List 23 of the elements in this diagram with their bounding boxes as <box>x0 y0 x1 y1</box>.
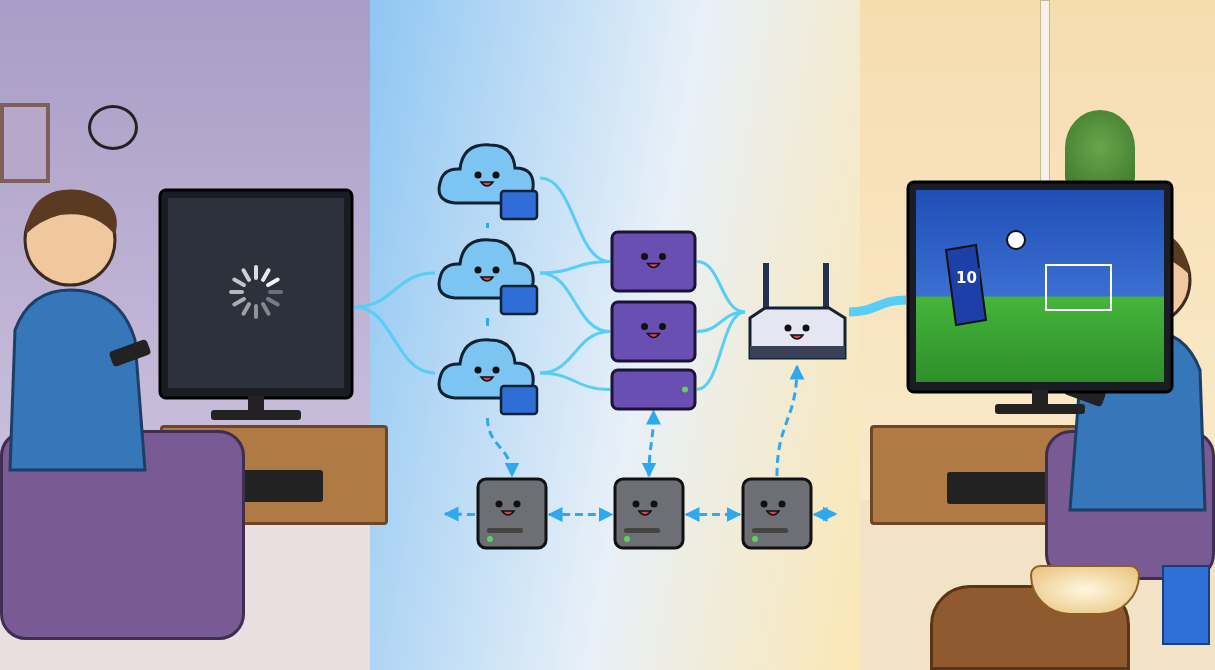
arrow <box>684 507 742 522</box>
arrow <box>486 417 519 478</box>
arrow <box>812 506 838 522</box>
connector-line <box>696 260 746 314</box>
server-drawing <box>612 476 686 553</box>
connector-line <box>539 260 611 275</box>
arrow <box>547 507 614 522</box>
connector-line <box>486 223 489 228</box>
arrow <box>775 364 805 477</box>
connector-line <box>539 371 611 391</box>
connector-line <box>353 271 436 309</box>
server-drawing <box>740 476 814 553</box>
server-drawing <box>610 230 697 293</box>
connector-line <box>696 310 746 391</box>
connector-line <box>353 305 436 375</box>
server-drawing <box>610 300 697 363</box>
connector-line <box>539 330 611 375</box>
server-drawing <box>475 476 549 553</box>
arrow <box>641 409 661 478</box>
connector-line <box>486 318 489 328</box>
arrow <box>443 506 475 522</box>
connector-line <box>848 295 907 317</box>
server-drawing <box>610 368 697 411</box>
